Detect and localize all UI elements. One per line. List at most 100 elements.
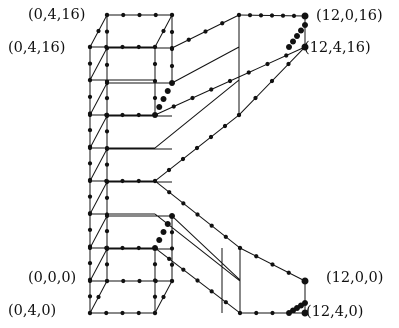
lattice-vertex bbox=[169, 213, 175, 219]
label-bottom-front-left: (0,4,0) bbox=[8, 303, 56, 319]
lattice-vertex bbox=[96, 28, 101, 34]
lattice-vertex bbox=[87, 145, 93, 151]
lattice-vertex bbox=[301, 12, 309, 20]
arm-edge bbox=[171, 215, 241, 281]
lattice-vertex bbox=[167, 256, 172, 261]
lattice-vertex bbox=[237, 245, 243, 251]
lattice-vertex bbox=[195, 278, 200, 283]
lattice-vertex bbox=[284, 53, 289, 58]
lattice-vertex bbox=[167, 190, 172, 195]
corner-labels: (0,4,16) (0,4,16) (12,0,16) (12,4,16) (0… bbox=[8, 7, 383, 320]
lattice-vertex bbox=[136, 310, 141, 316]
lattice-vertex bbox=[258, 13, 264, 18]
lattice-vertex bbox=[169, 45, 175, 51]
lattice-vertex bbox=[286, 61, 291, 67]
lattice-vertex bbox=[169, 246, 175, 251]
lattice-vertex bbox=[160, 229, 167, 235]
lattice-vertex bbox=[269, 78, 275, 84]
lattice-vertex bbox=[87, 194, 93, 199]
lattice-vertex bbox=[137, 278, 142, 284]
lattice-vertex bbox=[181, 201, 186, 206]
label-top-front-right: (12,4,16) bbox=[304, 40, 371, 56]
lattice-vertex bbox=[104, 146, 110, 152]
lattice-vertex bbox=[180, 156, 186, 162]
lattice-vertex bbox=[153, 12, 158, 18]
lattice-vertex bbox=[290, 38, 296, 45]
lattice-vertex bbox=[247, 13, 253, 18]
lattice-vertex bbox=[152, 61, 158, 67]
lattice-vertex bbox=[169, 262, 175, 267]
lattice-vertex bbox=[152, 78, 158, 84]
lattice-vertex bbox=[152, 44, 158, 50]
lattice-vertex bbox=[194, 145, 200, 151]
lattice-vertex bbox=[246, 70, 251, 75]
lattice-vertex bbox=[136, 112, 141, 118]
lattice-vertex bbox=[169, 80, 175, 86]
lattice-vertex bbox=[104, 229, 110, 234]
lattice-vertex bbox=[87, 112, 93, 118]
lattice-vertex bbox=[87, 261, 93, 266]
lattice-vertex bbox=[87, 94, 93, 99]
lattice-vertex bbox=[291, 13, 297, 18]
lattice-vertex bbox=[190, 95, 195, 101]
lattice-vertex bbox=[104, 129, 110, 134]
lattice-vertex bbox=[169, 63, 175, 69]
pillar-depth-edge bbox=[89, 47, 108, 81]
lattice-vertex bbox=[87, 294, 93, 299]
lattice-vertex bbox=[209, 289, 214, 294]
lattice-vertex bbox=[298, 27, 304, 34]
lattice-vertex bbox=[137, 12, 142, 18]
pillar-depth-edge bbox=[89, 215, 108, 249]
lattice-vertex bbox=[87, 211, 93, 217]
lattice-vertex bbox=[227, 78, 233, 84]
lattice-vertex bbox=[104, 80, 110, 86]
lattice-vertex bbox=[254, 310, 259, 316]
lattice-vertex bbox=[164, 221, 171, 227]
lattice-vertex bbox=[104, 310, 109, 316]
lattice-vertex bbox=[286, 44, 292, 50]
lattice-vertices bbox=[87, 12, 309, 317]
lattice-vertex bbox=[169, 29, 175, 35]
lattice-vertex bbox=[87, 227, 93, 232]
lattice-vertex bbox=[87, 61, 93, 66]
lattice-vertex bbox=[209, 87, 214, 92]
arm-edge bbox=[171, 46, 240, 84]
lattice-vertex bbox=[104, 62, 110, 67]
lattice-vertex bbox=[220, 21, 225, 26]
lattice-vertex bbox=[87, 178, 93, 184]
lattice-vertex bbox=[120, 245, 125, 251]
lattice-vertex bbox=[208, 134, 214, 140]
lattice-vertex bbox=[161, 294, 166, 300]
lattice-vertex bbox=[301, 43, 309, 51]
lattice-vertex bbox=[87, 44, 93, 50]
lattice-vertex bbox=[301, 277, 309, 285]
label-top-front-left: (0,4,16) bbox=[8, 40, 65, 56]
lattice-vertex bbox=[302, 22, 308, 28]
lattice-vertex bbox=[152, 95, 158, 101]
lattice-vertex bbox=[104, 29, 110, 34]
lattice-vertex bbox=[104, 278, 110, 284]
lattice-vertex bbox=[301, 309, 309, 317]
lattice-vertex bbox=[136, 178, 141, 184]
lattice-vertex bbox=[286, 270, 291, 275]
lattice-vertex bbox=[169, 230, 175, 235]
lattice-vertex bbox=[236, 112, 242, 118]
lattice-vertex bbox=[121, 12, 126, 18]
pillar-depth-edge bbox=[89, 115, 108, 149]
pillar-depth-edge bbox=[89, 148, 108, 182]
lattice-vertex bbox=[87, 245, 93, 251]
lattice-vertex bbox=[169, 12, 175, 18]
lattice-vertex bbox=[104, 45, 110, 51]
lattice-vertex bbox=[96, 294, 101, 300]
lattice-vertex bbox=[237, 310, 243, 316]
lattice-vertex bbox=[152, 262, 158, 267]
lattice-vertex bbox=[120, 178, 125, 184]
lattice-vertex bbox=[87, 77, 93, 83]
lattice-vertex bbox=[136, 44, 141, 50]
lattice-vertex bbox=[161, 28, 166, 34]
lattice-vertex bbox=[152, 245, 158, 251]
lattice-vertex bbox=[164, 88, 171, 94]
lattice-vertex bbox=[104, 245, 109, 251]
lattice-vertex bbox=[166, 167, 172, 173]
